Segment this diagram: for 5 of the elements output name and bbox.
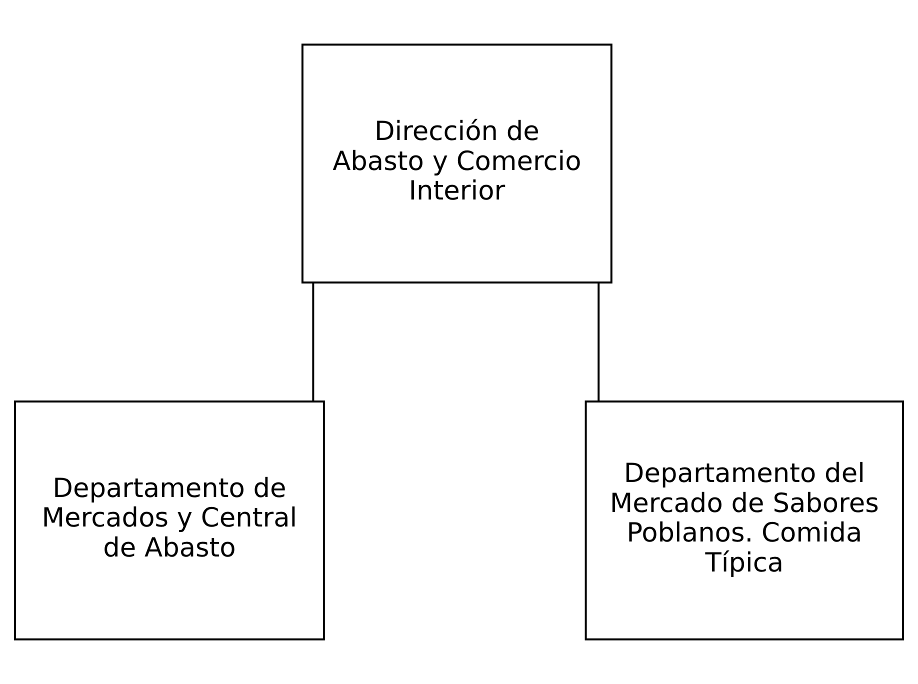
node-box: Departamento de Mercados y Central de Abasto (14, 400, 325, 640)
connector (598, 282, 600, 402)
connector (312, 282, 314, 402)
node-box: Dirección de Abasto y Comercio Interior (301, 44, 612, 284)
node-box: Departamento del Mercado de Sabores Poblanos. Comida Típica (584, 400, 904, 640)
